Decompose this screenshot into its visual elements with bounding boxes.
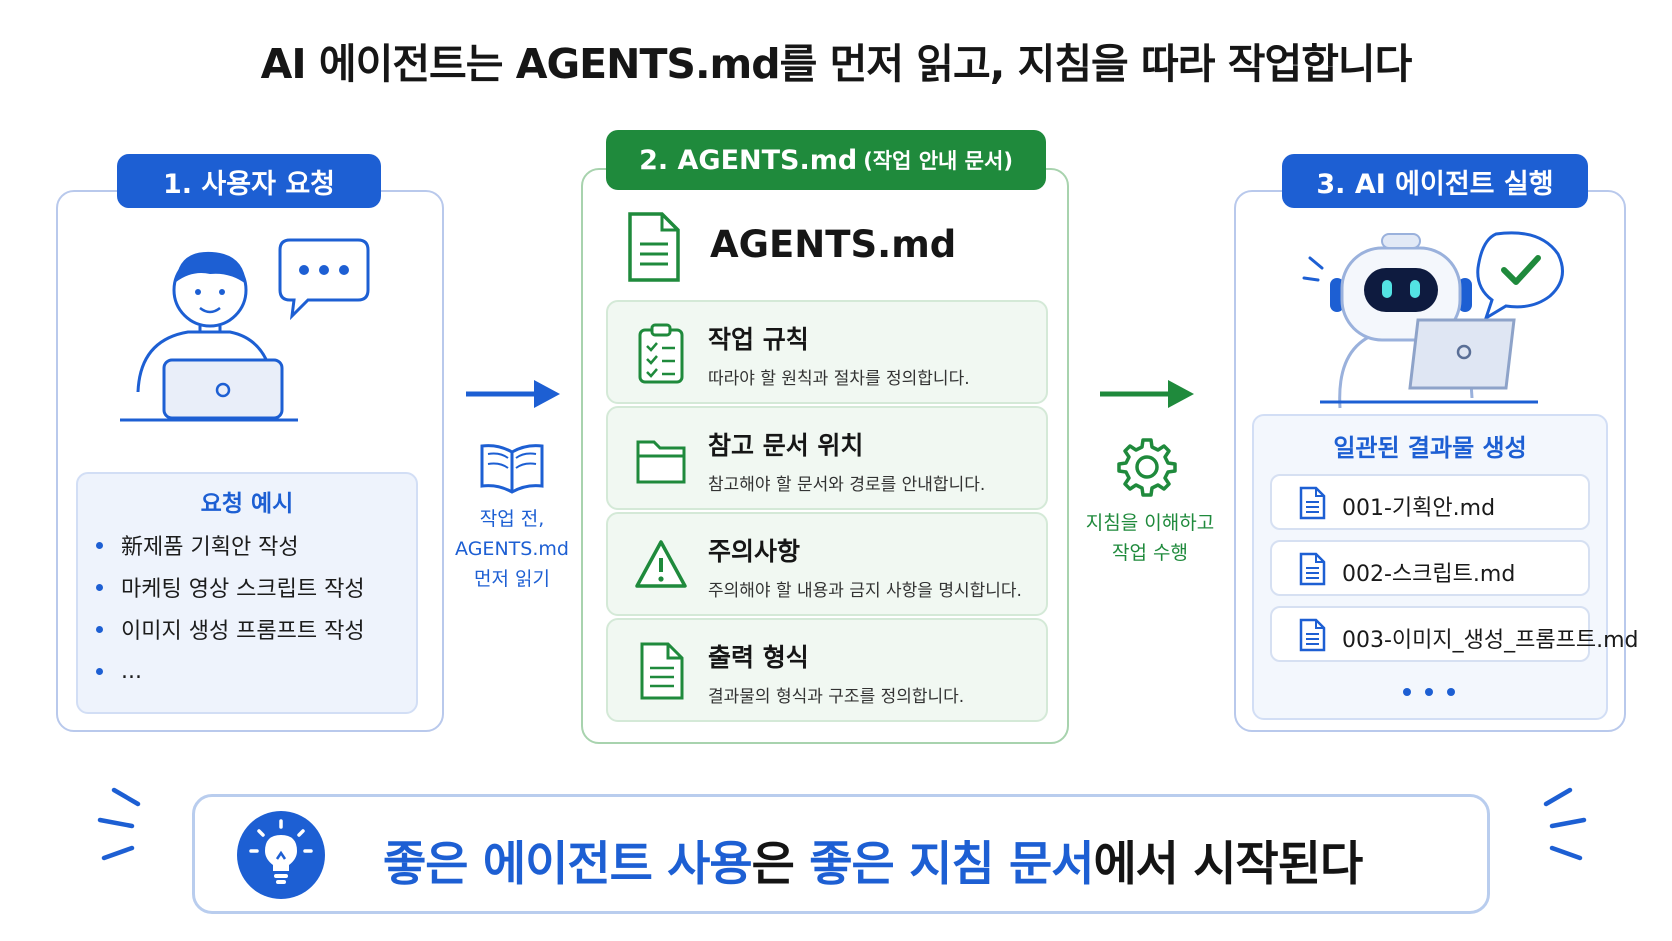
examples-title: 요청 예시 [200, 491, 294, 517]
file-name: 003-이미지_생성_프롬프트.md [1342, 628, 1639, 653]
laptop-icon [120, 358, 298, 422]
list-item: 新제품 기획안 작성 [96, 524, 365, 566]
file-icon [1299, 618, 1326, 652]
robot-laptop-illustration [1302, 231, 1564, 409]
document-icon [640, 642, 684, 700]
rule-title: 참고 문서 위치 [708, 431, 864, 460]
rule-card: 참고 문서 위치 참고해야 할 문서와 경로를 안내합니다. [606, 406, 1048, 510]
rule-title: 작업 규칙 [708, 325, 809, 354]
laptop-icon [1320, 318, 1538, 404]
arrow2-label: 지침을 이해하고 작업 수행 [1085, 512, 1215, 564]
takeaway-banner: 좋은 에이전트 사용은 좋은 지침 문서에서 시작된다 [192, 794, 1490, 914]
sparkle-left-icon [97, 787, 141, 861]
sparkle-right-icon [1543, 787, 1587, 861]
rule-card: 주의사항 주의해야 할 내용과 금지 사항을 명시합니다. [606, 512, 1048, 616]
rule-card: 출력 형식 결과물의 형식과 구조를 정의합니다. [606, 618, 1048, 722]
step2-tag: 2. AGENTS.md(작업 안내 문서) [606, 130, 1046, 190]
more-dots-icon [1403, 688, 1455, 696]
result-file: 001-기획안.md [1270, 474, 1590, 530]
rule-desc: 결과물의 형식과 구조를 정의합니다. [708, 687, 965, 707]
arrow-right-icon [1100, 380, 1194, 408]
rule-desc: 참고해야 할 문서와 경로를 안내합니다. [708, 475, 986, 495]
file-name: 001-기획안.md [1342, 496, 1496, 521]
rule-title: 출력 형식 [708, 643, 809, 672]
book-icon [480, 444, 544, 494]
user-laptop-illustration [120, 238, 370, 422]
step1-tag: 1. 사용자 요청 [117, 154, 381, 208]
page-title: AI 에이전트는 AGENTS.md를 먼저 읽고, 지침을 따라 작업합니다 [260, 40, 1413, 88]
arrow1-label: 작업 전, AGENTS.md 먼저 읽기 [455, 508, 569, 590]
result-file: 003-이미지_생성_프롬프트.md [1270, 606, 1638, 662]
arrow-right-icon [466, 380, 560, 408]
list-item: 마케팅 영상 스크립트 작성 [96, 566, 365, 608]
step3-tag: 3. AI 에이전트 실행 [1282, 154, 1588, 208]
check-bubble-icon [1476, 231, 1564, 322]
rule-desc: 따라야 할 원칙과 절차를 정의합니다. [708, 369, 970, 389]
file-name: 002-스크립트.md [1342, 562, 1516, 587]
list-item: 이미지 생성 프롬프트 작성 [96, 608, 365, 650]
agents-file-icon [628, 212, 680, 282]
results-title: 일관된 결과물 생성 [1333, 434, 1527, 462]
example-box [76, 472, 418, 714]
examples-list: 新제품 기획안 작성 마케팅 영상 스크립트 작성 이미지 생성 프롬프트 작성… [96, 524, 365, 692]
file-icon [1299, 552, 1326, 586]
lightbulb-icon [237, 811, 325, 899]
speech-bubble-icon [278, 238, 370, 321]
rule-desc: 주의해야 할 내용과 금지 사항을 명시합니다. [708, 581, 1022, 601]
file-icon [1299, 486, 1326, 520]
rule-title: 주의사항 [708, 537, 801, 566]
agents-file-title: AGENTS.md [710, 223, 957, 266]
warning-icon [635, 540, 687, 588]
checklist-icon [638, 323, 684, 384]
result-file: 002-스크립트.md [1270, 540, 1590, 596]
rule-card: 작업 규칙 따라야 할 원칙과 절차를 정의합니다. [606, 300, 1048, 404]
gear-icon [1117, 438, 1177, 497]
list-item: ... [96, 650, 365, 692]
folder-icon [636, 440, 686, 484]
banner-text: 좋은 에이전트 사용은 좋은 지침 문서에서 시작된다 [383, 837, 1363, 892]
